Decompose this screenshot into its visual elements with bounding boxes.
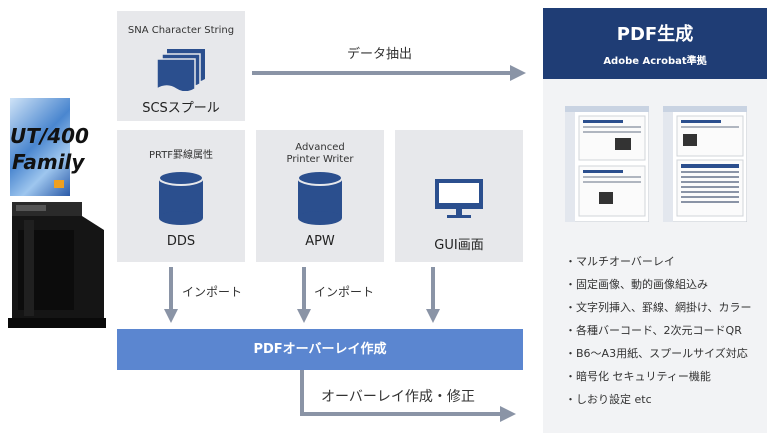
logo-text-line2: Family — [12, 150, 85, 174]
pdf-overlay-bar: PDFオーバーレイ作成 — [117, 329, 523, 370]
scs-title: SCSスプール — [142, 101, 220, 116]
logo-text-line1: UT/400 — [10, 124, 89, 148]
extract-label: データ抽出 — [347, 47, 413, 62]
server-image — [8, 202, 106, 328]
panel-subtitle: Adobe Acrobat準拠 — [603, 56, 707, 67]
apw-title: APW — [305, 234, 335, 249]
import-label-dds: インポート — [182, 285, 243, 299]
feature-item: ・各種バーコード、2次元コードQR — [565, 324, 742, 337]
apw-subtitle-line1: Advanced — [295, 142, 345, 153]
overlay-edit-label: オーバーレイ作成・修正 — [321, 389, 475, 405]
gui-title: GUI画面 — [434, 238, 484, 253]
logo-badge-icon — [54, 180, 64, 188]
database-icon — [297, 170, 343, 225]
overlay-edit-arrow — [300, 370, 516, 422]
pdf-preview-image-1 — [565, 106, 649, 222]
dds-subtitle: PRTF罫線属性 — [148, 150, 214, 161]
panel-header: PDF生成 Adobe Acrobat準拠 — [543, 8, 767, 79]
feature-item: ・マルチオーバーレイ — [565, 255, 675, 268]
import-arrow-dds — [164, 267, 178, 323]
import-label-apw: インポート — [314, 285, 375, 299]
feature-item: ・B6〜A3用紙、スプールサイズ対応 — [565, 347, 748, 360]
import-arrow-apw — [297, 267, 311, 323]
scs-subtitle: SNA Character String — [127, 25, 235, 36]
product-logo: UT/400 Family — [10, 98, 89, 196]
gui-box: GUI画面 — [395, 130, 523, 262]
apw-box: Advanced Printer Writer APW — [256, 130, 384, 262]
pdf-generation-panel: PDF生成 Adobe Acrobat準拠 ・マルチオーバ — [543, 8, 767, 433]
documents-stack-icon — [156, 49, 205, 91]
extract-arrow — [252, 65, 526, 81]
pdf-preview-image-2 — [663, 106, 747, 222]
feature-item: ・暗号化 セキュリティー機能 — [565, 370, 711, 383]
apw-subtitle-line2: Printer Writer — [286, 154, 354, 165]
scs-spool-box: SNA Character String SCSスプール — [117, 11, 245, 121]
database-icon — [158, 170, 204, 225]
dds-title: DDS — [166, 234, 196, 249]
dds-box: PRTF罫線属性 DDS — [117, 130, 245, 262]
panel-title: PDF生成 — [616, 24, 694, 45]
monitor-icon — [435, 179, 483, 218]
feature-item: ・しおり設定 etc — [565, 393, 652, 406]
gui-down-arrow — [426, 267, 440, 323]
feature-item: ・文字列挿入、罫線、網掛け、カラー — [565, 301, 752, 314]
feature-item: ・固定画像、動的画像組込み — [565, 278, 708, 291]
